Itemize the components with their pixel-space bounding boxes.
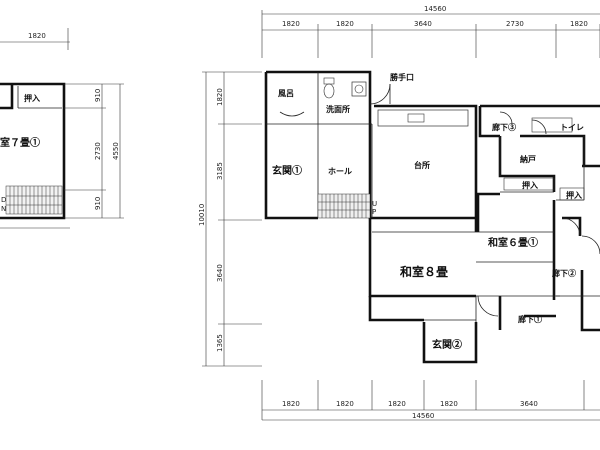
top-dim-4: 2730 xyxy=(506,20,524,28)
left-stair-hatch xyxy=(5,185,63,215)
top-dim-1: 1820 xyxy=(282,20,300,28)
left-top-dim-label: 1820 xyxy=(28,32,46,40)
left-dim-3: 3640 xyxy=(216,264,224,282)
room-closet-2: 押入 xyxy=(566,190,582,200)
hall-stair-letter-p: P xyxy=(372,208,376,216)
top-dim-ticks xyxy=(261,10,600,58)
hall-stair-letter-u: U xyxy=(372,200,377,208)
main-floor-plan: 14560 1820 1820 3640 2730 1820 10010 182… xyxy=(198,5,600,421)
left-total-dim-label: 10010 xyxy=(198,204,206,226)
left-stair-letter-d: D xyxy=(1,196,6,204)
exterior-walls xyxy=(264,70,600,364)
room-hall: ホール xyxy=(328,166,352,176)
room-closet: 押入 xyxy=(522,180,538,190)
room-corridor-3: 廊下③ xyxy=(492,122,516,132)
room-entrance-2: 玄関② xyxy=(432,338,462,351)
room-corridor-1: 廊下① xyxy=(518,314,542,324)
room-washroom: 洗面所 xyxy=(326,104,350,114)
room-washitsu-8: 和室８畳 xyxy=(399,264,448,279)
left-floor-plan: 1820 押入 室７畳① D N 910 2730 910 4550 xyxy=(0,28,124,229)
interior-lines xyxy=(266,72,600,322)
left-dim-2: 3185 xyxy=(216,162,224,180)
left-dim-ticks xyxy=(202,71,262,367)
room-back-door: 勝手口 xyxy=(390,72,414,82)
room-storage: 納戸 xyxy=(520,154,536,164)
left-dim-2730: 2730 xyxy=(94,142,102,160)
left-dim-total: 4550 xyxy=(112,142,120,160)
room-toilet: トイレ xyxy=(560,122,584,132)
left-outer-wall xyxy=(0,82,66,220)
room-kitchen: 台所 xyxy=(414,160,430,170)
left-room-label: 室７畳① xyxy=(0,136,40,149)
bottom-dim-ticks xyxy=(261,380,585,420)
left-closet-label: 押入 xyxy=(24,93,40,103)
top-dim-2: 1820 xyxy=(336,20,354,28)
left-partition-wall xyxy=(0,84,14,110)
bottom-total-dim-label: 14560 xyxy=(412,412,434,420)
top-dim-5: 1820 xyxy=(570,20,588,28)
bottom-dim-3: 1820 xyxy=(388,400,406,408)
top-dim-3: 3640 xyxy=(414,20,432,28)
room-bath: 風呂 xyxy=(278,88,294,98)
left-dim-910-top: 910 xyxy=(94,89,102,102)
room-washitsu-6: 和室６畳① xyxy=(487,236,538,249)
left-dim-910-bottom: 910 xyxy=(94,197,102,210)
room-entrance-1: 玄関① xyxy=(272,164,302,177)
bottom-dim-2: 1820 xyxy=(336,400,354,408)
room-corridor-2: 廊下② xyxy=(552,268,576,278)
bottom-dim-4: 1820 xyxy=(440,400,458,408)
top-total-dim-label: 14560 xyxy=(424,5,446,13)
left-dim-4: 1365 xyxy=(216,334,224,352)
bottom-dim-5: 3640 xyxy=(520,400,538,408)
left-stair-letter-n: N xyxy=(1,205,6,213)
bottom-dim-1: 1820 xyxy=(282,400,300,408)
left-dim-1: 1820 xyxy=(216,88,224,106)
